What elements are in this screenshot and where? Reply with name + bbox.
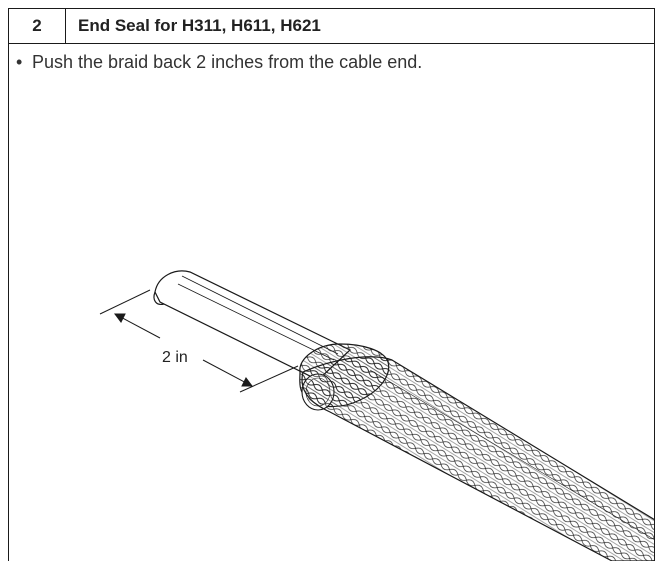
dimension-marker <box>99 289 299 393</box>
instruction-text: Push the braid back 2 inches from the ca… <box>32 52 423 72</box>
bullet-icon: • <box>16 52 23 72</box>
step-number: 2 <box>9 9 66 43</box>
instruction-item: • Push the braid back 2 inches from the … <box>16 52 422 73</box>
braided-sleeve <box>301 356 655 561</box>
step-header: 2 End Seal for H311, H611, H621 <box>9 9 654 44</box>
step-title: End Seal for H311, H611, H621 <box>78 16 321 35</box>
dimension-label: 2 in <box>162 349 188 366</box>
